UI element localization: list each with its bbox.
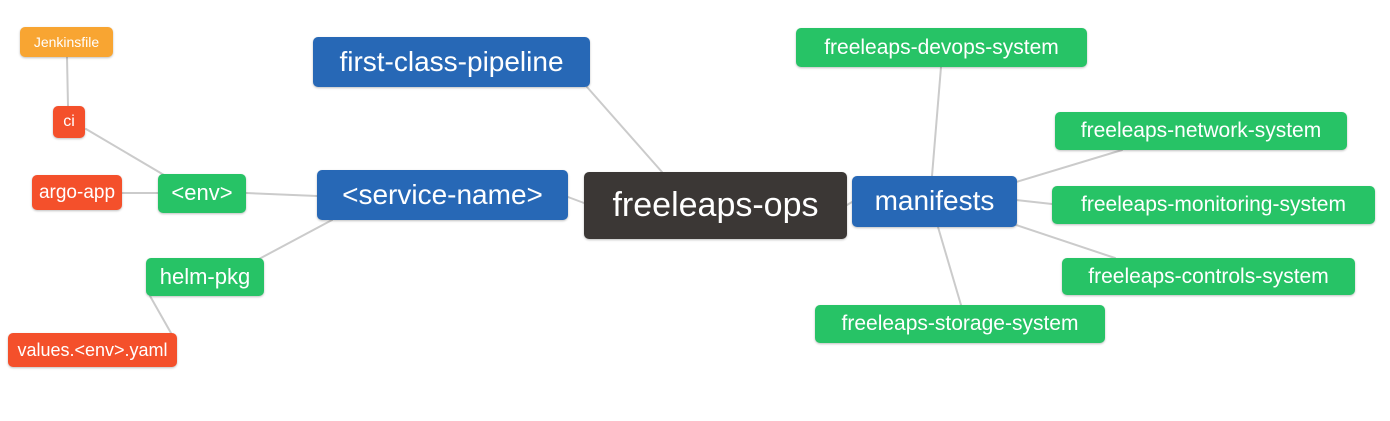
node-freeleaps-network-system[interactable]: freeleaps-network-system: [1055, 112, 1347, 150]
node-label-helm-pkg: helm-pkg: [159, 263, 251, 289]
node-label-freeleaps-ops: freeleaps-ops: [612, 186, 819, 224]
node-values-env-yaml[interactable]: values.<env>.yaml: [8, 333, 177, 367]
edge-env-to-service-name: [245, 192, 318, 197]
node-manifests[interactable]: manifests: [852, 176, 1017, 227]
node-label-env: <env>: [171, 180, 233, 205]
node-env[interactable]: <env>: [158, 174, 246, 213]
node-label-freeleaps-network-system: freeleaps-network-system: [1080, 119, 1322, 142]
edge-ci-to-env: [85, 128, 165, 176]
node-freeleaps-ops[interactable]: freeleaps-ops: [584, 172, 847, 239]
node-label-manifests: manifests: [874, 185, 995, 216]
edge-service-name-to-freeleaps-ops: [567, 196, 585, 204]
node-helm-pkg[interactable]: helm-pkg: [146, 258, 264, 296]
edge-manifests-to-freeleaps-network-system: [1015, 149, 1123, 183]
node-label-values-env-yaml: values.<env>.yaml: [17, 339, 168, 360]
node-label-service-name: <service-name>: [342, 178, 543, 210]
edge-helm-pkg-to-values-env-yaml: [149, 295, 172, 334]
node-freeleaps-storage-system[interactable]: freeleaps-storage-system: [815, 305, 1105, 343]
node-label-argo-app: argo-app: [38, 181, 116, 203]
node-freeleaps-monitoring-system[interactable]: freeleaps-monitoring-system: [1052, 186, 1375, 224]
node-argo-app[interactable]: argo-app: [32, 175, 122, 210]
node-label-ci: ci: [63, 112, 75, 130]
edge-manifests-to-freeleaps-monitoring-system: [1015, 199, 1053, 205]
node-label-first-class-pipeline: first-class-pipeline: [339, 45, 564, 77]
edge-service-name-to-helm-pkg: [258, 219, 333, 260]
edge-manifests-to-freeleaps-controls-system: [1015, 224, 1116, 259]
node-label-freeleaps-monitoring-system: freeleaps-monitoring-system: [1081, 193, 1346, 216]
node-ci[interactable]: ci: [53, 106, 85, 138]
node-label-freeleaps-devops-system: freeleaps-devops-system: [824, 35, 1059, 59]
edge-jenkinsfile-to-ci: [66, 56, 69, 107]
edge-manifests-to-freeleaps-storage-system: [937, 226, 962, 306]
edge-manifests-to-freeleaps-devops-system: [931, 66, 942, 177]
edge-first-class-pipeline-to-freeleaps-ops: [586, 86, 663, 173]
node-label-freeleaps-storage-system: freeleaps-storage-system: [841, 312, 1079, 335]
node-first-class-pipeline[interactable]: first-class-pipeline: [313, 37, 590, 87]
node-service-name[interactable]: <service-name>: [317, 170, 568, 220]
node-label-freeleaps-controls-system: freeleaps-controls-system: [1088, 264, 1329, 288]
node-freeleaps-devops-system[interactable]: freeleaps-devops-system: [796, 28, 1087, 67]
node-freeleaps-controls-system[interactable]: freeleaps-controls-system: [1062, 258, 1355, 295]
node-label-jenkinsfile: Jenkinsfile: [33, 33, 100, 50]
node-jenkinsfile[interactable]: Jenkinsfile: [20, 27, 113, 57]
